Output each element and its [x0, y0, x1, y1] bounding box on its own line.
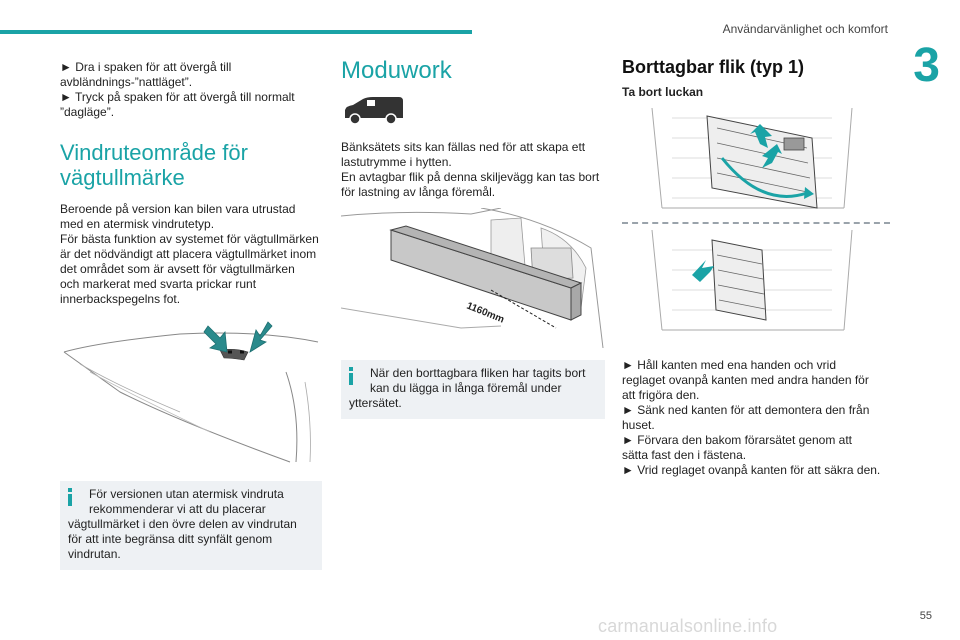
intro-line: ► Dra i spaken för att övergå till [60, 60, 232, 74]
step-line: ► Förvara den bakom förarsätet genom att [622, 433, 852, 447]
page-header-title: Användarvänlighet och komfort [722, 22, 888, 36]
info-line: För versionen utan atermisk vindruta [89, 487, 284, 501]
info-line: vindrutan. [68, 547, 121, 561]
intro-text: ► Dra i spaken för att övergå till avblä… [60, 60, 322, 120]
intro-line: avbländnings-”nattläget”. [60, 75, 193, 89]
body-line: lastutrymme i hytten. [341, 155, 452, 169]
body-line: är det nödvändigt att placera vägtullmär… [60, 247, 317, 261]
watermark: carmanualsonline.info [598, 616, 778, 636]
removal-steps: ► Håll kanten med ena handen och vrid re… [622, 358, 890, 478]
body-line: det området som är avsett för vägtullmär… [60, 262, 295, 276]
body-line: För bästa funktion av systemet för vägtu… [60, 232, 319, 246]
partition-flap-removal-illustration [651, 108, 853, 209]
step-line: att frigöra den. [622, 388, 700, 402]
body-line: innerbackspegelns fot. [60, 292, 181, 306]
cargo-illustration: 1160mm [341, 208, 605, 348]
column-2: Moduwork Bänksätets sits kan fällas ned … [341, 57, 605, 419]
step-line: ► Håll kanten med ena handen och vrid [622, 358, 837, 372]
chapter-number: 3 [913, 39, 940, 92]
info-line: rekommenderar vi att du placerar [89, 502, 266, 516]
info-line: kan du lägga in långa föremål under [370, 381, 562, 395]
info-icon [349, 367, 353, 385]
figure-divider [622, 222, 890, 224]
windshield-illustration [63, 316, 319, 463]
intro-line: ”dagläge”. [60, 105, 115, 119]
body-line: med en atermisk vindrutetyp. [60, 217, 215, 231]
section-heading-toll-tag: Vindruteområde för vägtullmärke [60, 140, 322, 190]
info-line: för att inte begränsa ditt synfält genom [68, 532, 273, 546]
step-line: huset. [622, 418, 655, 432]
section-heading-moduwork: Moduwork [341, 57, 452, 84]
toll-tag-body: Beroende på version kan bilen vara utrus… [60, 202, 322, 307]
info-box-moduwork: När den borttagbara fliken har tagits bo… [341, 360, 605, 419]
column-1: ► Dra i spaken för att övergå till avblä… [60, 60, 322, 570]
info-line: yttersätet. [349, 396, 402, 410]
subheading-remove-hatch: Ta bort luckan [622, 85, 704, 99]
info-line: När den borttagbara fliken har tagits bo… [370, 366, 586, 380]
step-line: reglaget ovanpå kanten med andra handen … [622, 373, 869, 387]
partition-flap-stowed-illustration [651, 230, 853, 331]
step-line: sätta fast den i fästena. [622, 448, 747, 462]
step-line: ► Sänk ned kanten för att demontera den … [622, 403, 870, 417]
section-heading-removable-flap: Borttagbar flik (typ 1) [622, 57, 805, 77]
heading-line: vägtullmärke [60, 165, 185, 190]
body-line: för lastning av långa föremål. [341, 185, 496, 199]
info-box-toll-tag: För versionen utan atermisk vindruta rek… [60, 481, 322, 570]
body-line: och markerat med svarta prickar runt [60, 277, 257, 291]
info-icon [68, 488, 72, 506]
step-line: ► Vrid reglaget ovanpå kanten för att sä… [622, 463, 881, 477]
body-line: En avtagbar flik på denna skiljevägg kan… [341, 170, 600, 184]
page-number: 55 [919, 610, 932, 622]
column-3: Borttagbar flik (typ 1) Ta bort luckan [622, 57, 890, 478]
body-line: Beroende på version kan bilen vara utrus… [60, 202, 296, 216]
info-line: vägtullmärket i den övre delen av vindru… [68, 517, 297, 531]
moduwork-body: Bänksätets sits kan fällas ned för att s… [341, 140, 605, 200]
van-icon [345, 97, 403, 125]
body-line: Bänksätets sits kan fällas ned för att s… [341, 140, 586, 154]
intro-line: ► Tryck på spaken för att övergå till no… [60, 90, 295, 104]
header-accent-bar [0, 30, 472, 34]
heading-line: Vindruteområde för [60, 140, 248, 165]
